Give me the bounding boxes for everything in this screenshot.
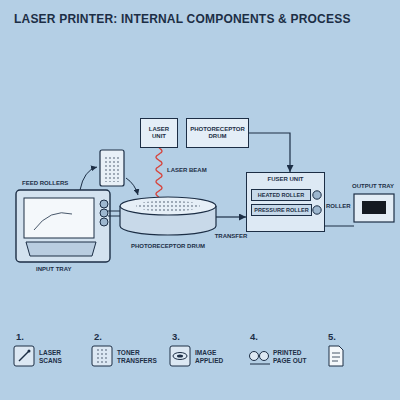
part-label: INPUT TRAY	[36, 266, 71, 273]
feed-roller	[100, 218, 108, 226]
node-label: PRESSURE ROLLER	[254, 207, 308, 214]
step-number: 3.	[172, 331, 180, 342]
step-icon	[14, 346, 34, 366]
paper-stack	[24, 198, 94, 238]
step-icon	[250, 364, 270, 365]
roller-end	[313, 191, 321, 199]
document-icon	[332, 353, 340, 361]
step-icon	[260, 352, 269, 361]
drum-shape: PHOTORECEPTOR DRUM	[118, 196, 218, 238]
part-label: FEED ROLLERS	[22, 180, 68, 187]
component-box: PHOTORECEPTOR DRUM	[186, 118, 249, 148]
step-icon	[19, 351, 29, 361]
toner-image	[136, 201, 200, 212]
node-label: PHOTORECEPTOR DRUM	[118, 243, 218, 250]
printed-page	[362, 201, 386, 214]
step-icon	[28, 350, 31, 353]
part-label: ROLLER	[326, 203, 351, 210]
feed-roller	[100, 200, 108, 208]
drum-drawing	[118, 196, 218, 238]
part-label: OUTPUT TRAY	[352, 183, 394, 190]
roller-bar: PRESSURE ROLLER	[251, 204, 312, 216]
feed-roller	[100, 209, 108, 217]
node-label: PHOTORECEPTOR DRUM	[189, 126, 246, 140]
step-label: IMAGE APPLIED	[195, 349, 239, 365]
step-number: 4.	[250, 331, 258, 342]
step-label: LASER SCANS	[39, 349, 83, 365]
output-path	[322, 226, 354, 227]
edge-label: LASER BEAM	[166, 167, 208, 174]
output-tray	[354, 194, 394, 222]
step-icon	[173, 353, 187, 360]
toner-cartridge	[100, 150, 124, 186]
step-icon	[177, 355, 183, 358]
diagram-title: LASER PRINTER: INTERNAL COMPONENTS & PRO…	[14, 12, 351, 26]
flow-arrow	[126, 178, 138, 195]
step-label: TONER TRANSFERS	[117, 349, 161, 365]
printer-body	[16, 190, 110, 262]
paper-curl	[34, 213, 72, 230]
document-icon	[329, 346, 343, 366]
roller-drawing	[312, 188, 322, 218]
roller-bar: HEATED ROLLER	[251, 189, 311, 201]
step-number: 2.	[94, 331, 102, 342]
connector	[216, 216, 246, 217]
component-box: LASER UNIT	[140, 118, 178, 148]
node-label: LASER UNIT	[143, 126, 175, 140]
step-icon	[170, 346, 190, 366]
input-tray-drawer	[26, 242, 96, 256]
step-icon	[250, 352, 259, 361]
node-label: HEATED ROLLER	[258, 192, 304, 199]
node-label: FUSER UNIT	[247, 173, 324, 183]
flow-arrow	[80, 167, 97, 190]
toner-powder	[104, 156, 120, 182]
step-number: 1.	[16, 331, 24, 342]
roller-end	[313, 206, 321, 214]
step-icon	[92, 346, 112, 366]
drum-top	[120, 197, 216, 215]
laser-beam	[156, 148, 162, 197]
step-label: PRINTED PAGE OUT	[273, 349, 317, 365]
step-number: 5.	[328, 331, 336, 342]
edge-label: TRANSFER	[214, 233, 249, 240]
fuser-unit-box: FUSER UNIT HEATED ROLLER PRESSURE ROLLER	[246, 172, 325, 232]
step-icon	[95, 349, 109, 363]
connector	[249, 133, 290, 172]
